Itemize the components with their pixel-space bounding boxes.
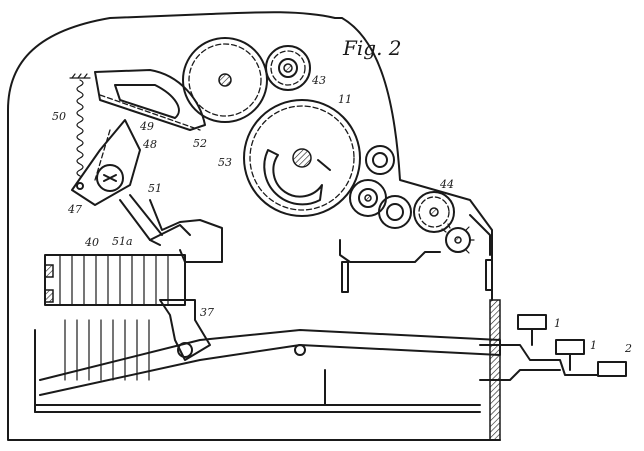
typebars-lower — [64, 319, 150, 381]
lever-pivot — [294, 344, 306, 356]
carriage-right — [469, 214, 491, 256]
label-2: 2 — [624, 342, 632, 355]
label-53: 53 — [218, 156, 232, 169]
key-arm — [479, 344, 611, 376]
right-wall — [489, 299, 501, 441]
label-51: 51 — [148, 182, 162, 195]
key-2 — [597, 361, 627, 377]
gear-11 — [243, 99, 361, 217]
label-37: 37 — [200, 306, 214, 319]
key-1-upper — [517, 314, 547, 346]
spring-50 — [69, 73, 91, 177]
housing-outline — [7, 11, 493, 301]
carriage-rail — [339, 239, 441, 263]
label-51a: 51a — [112, 235, 133, 248]
linkage-51 — [149, 199, 223, 263]
gear-upper-left — [182, 37, 268, 123]
housing-bottom — [7, 299, 501, 441]
main-lever — [39, 329, 501, 396]
base-plate — [34, 404, 481, 413]
label-40: 40 — [84, 236, 99, 249]
label-50: 50 — [52, 110, 66, 123]
label-43: 43 — [311, 74, 326, 87]
label-1-upper: 1 — [554, 317, 561, 330]
label-48: 48 — [142, 138, 157, 151]
key-arm-lower — [479, 369, 561, 381]
label-47: 47 — [67, 203, 82, 216]
key-1-lower — [555, 339, 585, 371]
label-49: 49 — [139, 120, 154, 133]
label-1-lower: 1 — [590, 339, 597, 352]
label-52: 52 — [193, 137, 207, 150]
gear-43 — [265, 45, 311, 91]
typebar-bank-40 — [44, 254, 186, 306]
figure-title: Fig. 2 — [342, 36, 402, 60]
stop-left — [341, 261, 349, 293]
label-44: 44 — [439, 178, 454, 191]
lever-37 — [159, 299, 211, 361]
pawl-51a — [149, 224, 191, 241]
label-11: 11 — [338, 93, 352, 106]
roller-train — [349, 145, 475, 254]
stop-right — [485, 259, 493, 291]
